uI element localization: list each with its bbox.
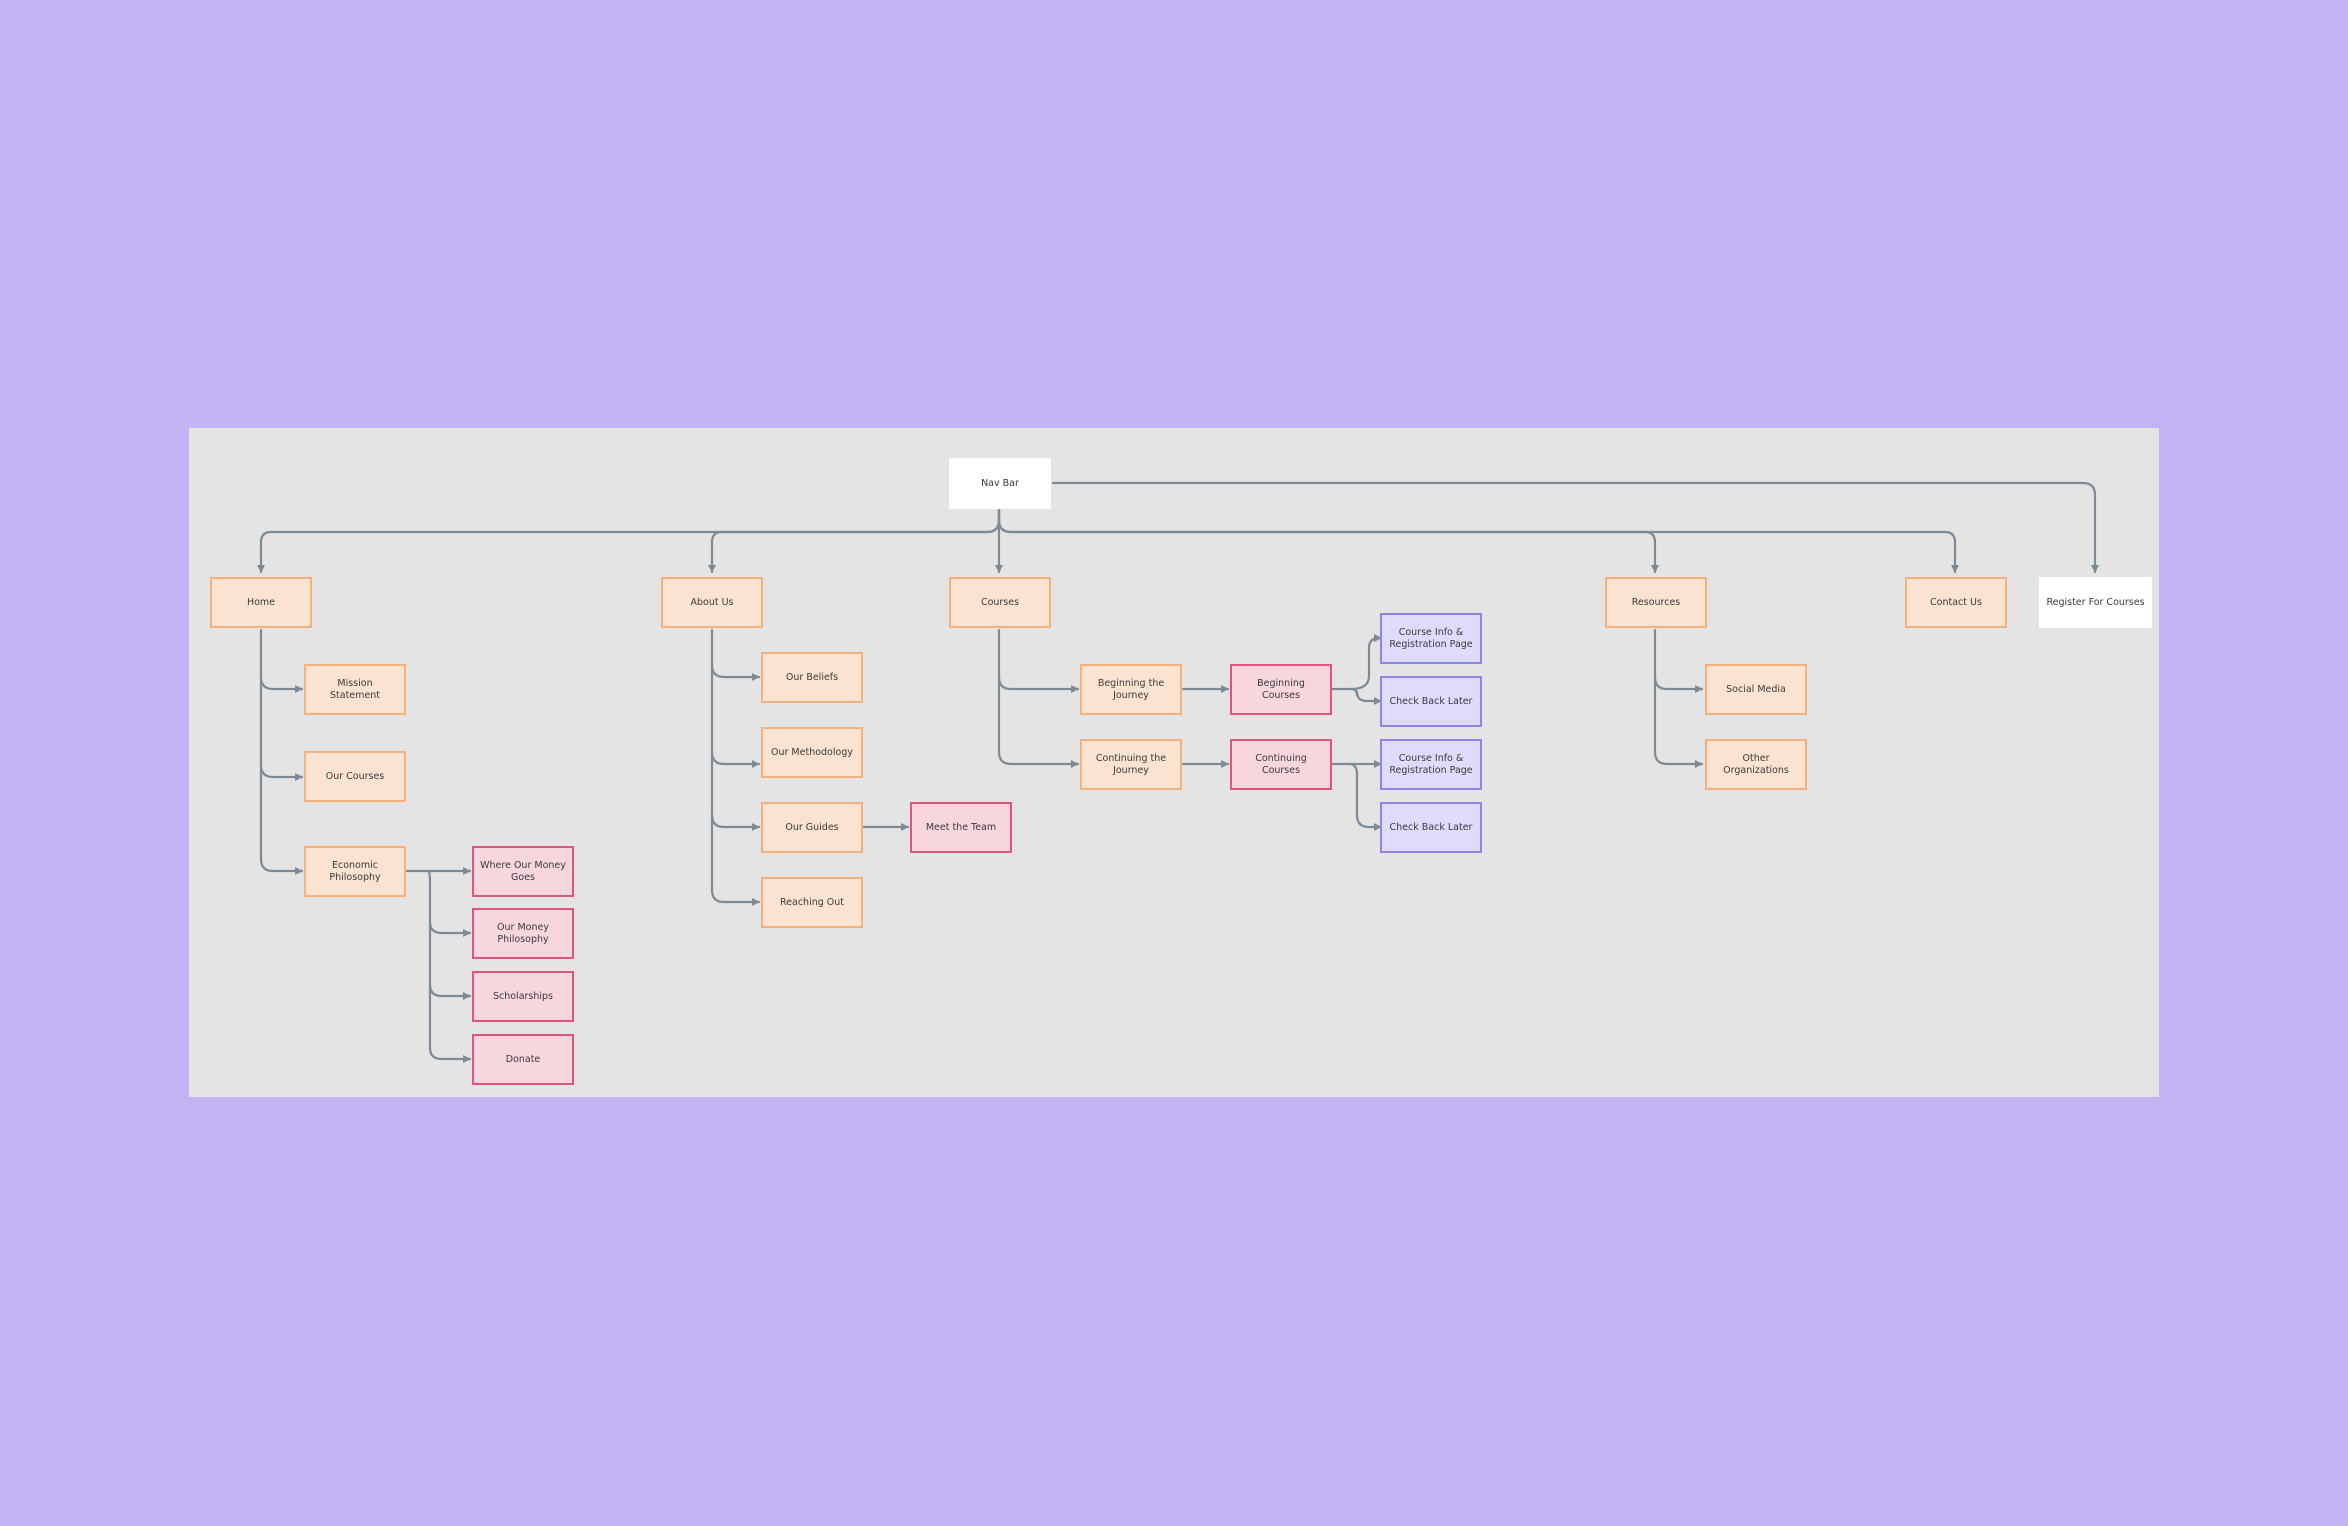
node-meet-the-team[interactable]: Meet the Team xyxy=(910,802,1012,853)
edge-nav-contact xyxy=(997,508,1959,574)
node-where-our-money-goes[interactable]: Where Our Money Goes xyxy=(472,846,574,897)
node-course-info-registration-1[interactable]: Course Info & Registration Page xyxy=(1380,613,1482,664)
node-about-us[interactable]: About Us xyxy=(661,577,763,628)
connector-lines xyxy=(257,481,2099,1063)
node-economic-philosophy[interactable]: Economic Philosophy xyxy=(304,846,406,897)
node-other-organizations[interactable]: Other Organizations xyxy=(1705,739,1807,790)
edge-nav-resources xyxy=(997,508,1659,574)
node-register-for-courses[interactable]: Register For Courses xyxy=(2039,577,2152,628)
node-our-methodology[interactable]: Our Methodology xyxy=(761,727,863,778)
node-course-info-registration-2[interactable]: Course Info & Registration Page xyxy=(1380,739,1482,790)
node-beginning-the-journey[interactable]: Beginning the Journey xyxy=(1080,664,1182,715)
edge-nav-register xyxy=(1051,481,2099,574)
node-our-beliefs[interactable]: Our Beliefs xyxy=(761,652,863,703)
edge-resources-children xyxy=(1653,628,1704,768)
node-our-guides[interactable]: Our Guides xyxy=(761,802,863,853)
node-social-media[interactable]: Social Media xyxy=(1705,664,1807,715)
edge-nav-home xyxy=(257,508,1001,574)
node-resources[interactable]: Resources xyxy=(1605,577,1707,628)
edge-home-children xyxy=(259,628,304,875)
node-our-courses[interactable]: Our Courses xyxy=(304,751,406,802)
node-check-back-later-2[interactable]: Check Back Later xyxy=(1380,802,1482,853)
sitemap-canvas: Nav Bar Home About Us Courses Resources … xyxy=(189,428,2159,1097)
node-courses[interactable]: Courses xyxy=(949,577,1051,628)
node-contact-us[interactable]: Contact Us xyxy=(1905,577,2007,628)
node-nav-bar[interactable]: Nav Bar xyxy=(949,458,1051,509)
node-our-money-philosophy[interactable]: Our Money Philosophy xyxy=(472,908,574,959)
node-beginning-courses[interactable]: Beginning Courses xyxy=(1230,664,1332,715)
node-home[interactable]: Home xyxy=(210,577,312,628)
node-continuing-courses[interactable]: Continuing Courses xyxy=(1230,739,1332,790)
edge-courses-children xyxy=(997,628,1080,768)
node-donate[interactable]: Donate xyxy=(472,1034,574,1085)
edge-nav-about xyxy=(708,508,1001,574)
node-reaching-out[interactable]: Reaching Out xyxy=(761,877,863,928)
node-check-back-later-1[interactable]: Check Back Later xyxy=(1380,676,1482,727)
node-mission-statement[interactable]: Mission Statement xyxy=(304,664,406,715)
node-scholarships[interactable]: Scholarships xyxy=(472,971,574,1022)
node-continuing-the-journey[interactable]: Continuing the Journey xyxy=(1080,739,1182,790)
edge-about-children xyxy=(710,628,761,906)
